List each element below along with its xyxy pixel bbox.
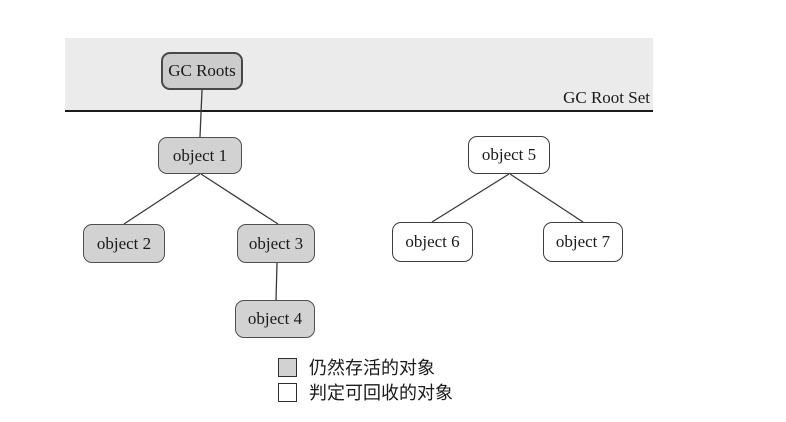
gc-root-set-label: GC Root Set (563, 88, 650, 107)
edge-object5-object7 (509, 173, 584, 223)
node-object-2: object 2 (83, 224, 165, 263)
edge-gcroots-object1 (199, 89, 203, 138)
node-object-2-label: object 2 (96, 233, 152, 253)
node-gc-roots-label: GC Roots (168, 61, 236, 80)
node-object-4: object 4 (235, 300, 315, 338)
node-object-3-label: object 3 (248, 233, 304, 253)
edge-object1-object3 (200, 173, 279, 225)
legend-row-reclaimable: 判定可回收的对象 (278, 382, 453, 403)
legend-swatch-reclaimable-icon (278, 382, 297, 402)
edge-object1-object2 (123, 173, 201, 225)
legend-label-reclaimable: 判定可回收的对象 (309, 383, 453, 403)
node-object-5-label: object 5 (481, 145, 537, 164)
node-object-6: object 6 (392, 222, 473, 262)
node-object-1: object 1 (158, 137, 242, 174)
legend: 仍然存活的对象 判定可回收的对象 (278, 357, 453, 407)
node-gc-roots: GC Roots (161, 52, 243, 90)
node-object-5: object 5 (468, 136, 550, 174)
legend-label-alive: 仍然存活的对象 (309, 358, 435, 378)
edge-object3-object4 (275, 262, 278, 301)
legend-row-alive: 仍然存活的对象 (278, 357, 453, 378)
edge-object5-object6 (431, 173, 510, 223)
node-object-7: object 7 (543, 222, 623, 262)
gc-root-set-underline (65, 110, 653, 112)
node-object-3: object 3 (237, 224, 315, 263)
node-object-4-label: object 4 (247, 309, 303, 328)
node-object-6-label: object 6 (405, 232, 460, 251)
node-object-1-label: object 1 (172, 145, 228, 165)
node-object-7-label: object 7 (555, 232, 611, 251)
legend-swatch-alive-icon (278, 357, 297, 377)
